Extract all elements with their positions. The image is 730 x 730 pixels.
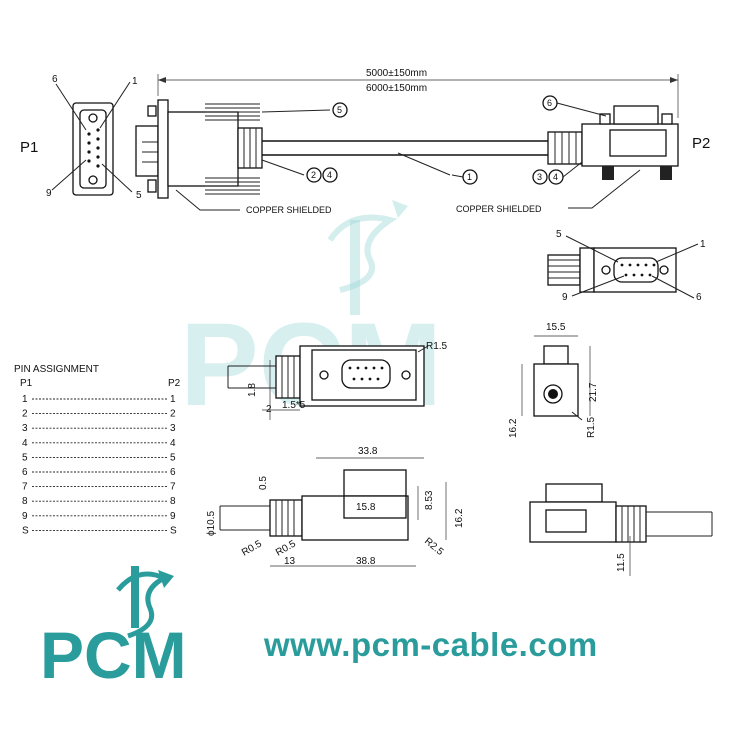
- pin-left: 7: [22, 482, 28, 493]
- p1-connector: COPPER SHIELDED: [135, 99, 332, 215]
- pin-right: 5: [170, 452, 176, 463]
- pin-left: 5: [22, 452, 28, 463]
- dim-label: R2.5: [422, 536, 446, 558]
- pcm-logo: PCM: [40, 566, 187, 690]
- callout-number: 2: [311, 170, 316, 180]
- logo-text: PCM: [40, 618, 187, 690]
- length-dimension: 5000±150mm 6000±150mm: [157, 68, 679, 118]
- dim-label: 16.2: [454, 508, 465, 528]
- dim-label: 0.5: [258, 476, 269, 490]
- pin-header-p1: P1: [20, 378, 33, 389]
- dim-label: R1.5: [426, 341, 448, 352]
- p2-face: 5 1 9 6: [547, 229, 706, 303]
- dim-label: 33.8: [358, 446, 378, 457]
- pin-right: S: [170, 525, 177, 536]
- dim-label: 38.8: [356, 556, 376, 567]
- pin-left: 4: [22, 438, 28, 449]
- p2-pin-label: 6: [696, 292, 702, 303]
- dim-label: 11.5: [616, 553, 627, 572]
- callout-number: 1: [467, 172, 472, 182]
- pin-assignment-title: PIN ASSIGNMENT: [14, 364, 99, 375]
- dim-label: 2: [266, 404, 272, 415]
- p2-pin-label: 5: [556, 229, 562, 240]
- dim-label: 8.53: [424, 490, 435, 510]
- pin-right: 8: [170, 496, 176, 507]
- p1-label: P1: [20, 139, 38, 156]
- side-view-bottom: 11.5: [529, 483, 713, 576]
- p1-face: P1 6 1 9 5: [20, 74, 142, 201]
- callout-number: 4: [327, 170, 332, 180]
- callout-number: 4: [553, 172, 558, 182]
- dim-label: 13: [284, 556, 296, 567]
- end-view-middle: 15.5 21.7 16.2 R1.5: [508, 322, 599, 438]
- pin-header-p2: P2: [168, 378, 181, 389]
- pin-right: 1: [170, 394, 176, 405]
- dim-label: R1.5: [586, 416, 597, 438]
- callout-number: 6: [547, 98, 552, 108]
- pin-left: 3: [22, 423, 28, 434]
- top-view-bottom: 33.8 0.5 ϕ10.5 15.8 8.53 16.2 R0.5 R0.5 …: [206, 446, 465, 567]
- dim-label: ϕ10.5: [206, 510, 217, 536]
- dim-label: 1.8: [247, 383, 258, 397]
- dim-label: 1.5*5: [282, 400, 306, 411]
- website-url[interactable]: www.pcm-cable.com: [264, 626, 598, 663]
- pin-left: 1: [22, 394, 28, 405]
- copper-shielded-right: COPPER SHIELDED: [456, 204, 542, 214]
- dim-label: 15.8: [356, 502, 376, 513]
- logo-arrow: [158, 570, 174, 588]
- p1-pin-label: 1: [132, 76, 138, 87]
- callout-number: 5: [337, 105, 342, 115]
- pin-right: 3: [170, 423, 176, 434]
- logo-bar: [131, 566, 139, 628]
- pin-left: S: [22, 525, 29, 536]
- pin-right: 9: [170, 511, 176, 522]
- pin-right: 4: [170, 438, 176, 449]
- length-label: 5000±150mm: [366, 68, 427, 79]
- p2-pin-label: 9: [562, 292, 568, 303]
- copper-shielded-left: COPPER SHIELDED: [246, 205, 332, 215]
- p1-pin-label: 6: [52, 74, 58, 85]
- p1-pin-label: 5: [136, 190, 142, 201]
- pin-left: 9: [22, 511, 28, 522]
- dim-label: 15.5: [546, 322, 566, 333]
- pin-right: 6: [170, 467, 176, 478]
- dim-label: 21.7: [588, 382, 599, 402]
- p2-connector: P2 COPPER SHIELDED: [456, 105, 710, 214]
- callout-number: 3: [537, 172, 542, 182]
- p2-pin-label: 1: [700, 239, 706, 250]
- pin-right: 7: [170, 482, 176, 493]
- pin-right: 2: [170, 409, 176, 420]
- logo-swirl: [116, 571, 170, 639]
- dim-label: R0.5: [240, 538, 264, 558]
- callouts: 5 2 4 1 6 3 4: [261, 95, 607, 185]
- dim-label: 16.2: [508, 418, 519, 438]
- p1-pin-label: 9: [46, 188, 52, 199]
- length-label: 6000±150mm: [366, 83, 427, 94]
- side-view-middle: R1.5 1.8 2 1.5*5: [227, 341, 448, 420]
- cable: [262, 140, 548, 176]
- pin-left: 2: [22, 409, 28, 420]
- pin-left: 6: [22, 467, 28, 478]
- p2-label: P2: [692, 135, 710, 152]
- pin-left: 8: [22, 496, 28, 507]
